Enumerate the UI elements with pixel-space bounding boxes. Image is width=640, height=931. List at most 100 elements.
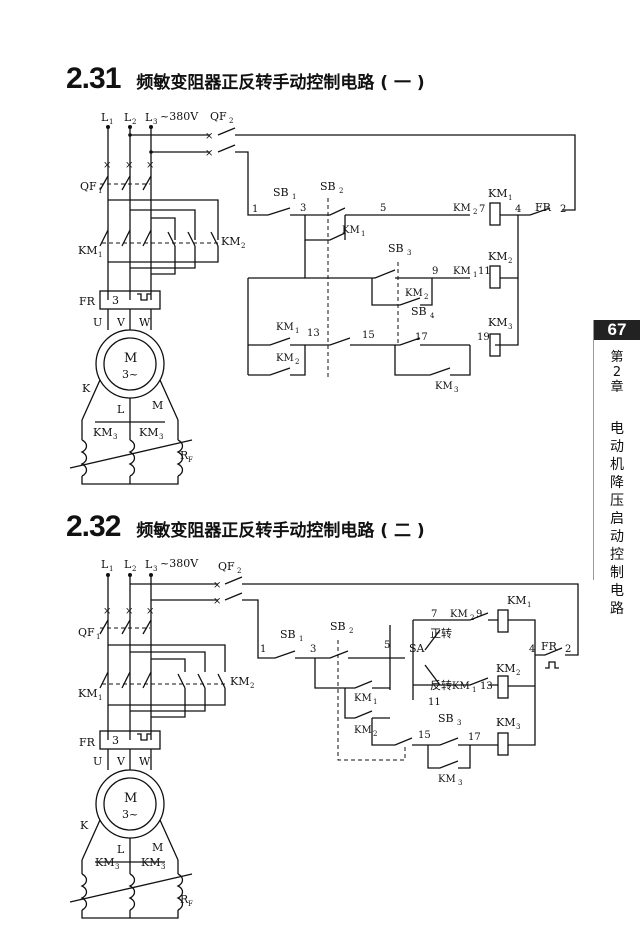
svg-text:KM: KM xyxy=(354,693,372,704)
svg-text:3: 3 xyxy=(115,863,119,871)
svg-text:1: 1 xyxy=(109,118,113,126)
svg-text:1: 1 xyxy=(508,194,512,202)
km1-main-label: KM xyxy=(78,244,97,257)
svg-text:FR: FR xyxy=(541,640,558,653)
svg-text:KM: KM xyxy=(488,250,507,263)
svg-text:K: K xyxy=(82,382,91,395)
diagram2-control-circuit: QF 2 1 SB 1 SB 2 3 5 SA 7 正转 KM 2 9 KM 1… xyxy=(218,560,579,787)
svg-text:2: 2 xyxy=(132,118,136,126)
svg-text:×: × xyxy=(103,160,111,171)
svg-text:7: 7 xyxy=(479,204,485,215)
svg-text:SB: SB xyxy=(280,628,296,641)
svg-text:17: 17 xyxy=(468,732,481,743)
svg-text:QF: QF xyxy=(78,626,95,639)
svg-text:V: V xyxy=(116,755,126,768)
svg-text:3: 3 xyxy=(407,249,411,257)
svg-text:KM: KM xyxy=(141,856,160,869)
page-number: 67 xyxy=(594,320,640,340)
svg-text:2: 2 xyxy=(349,627,353,635)
svg-text:KM: KM xyxy=(230,675,249,688)
svg-text:×: × xyxy=(213,596,221,607)
svg-text:M: M xyxy=(152,841,163,854)
svg-text:L: L xyxy=(124,558,132,571)
supply-voltage: ~380V xyxy=(160,110,199,123)
svg-text:3: 3 xyxy=(159,433,163,441)
diagram1-control-circuit: QF 2 1 SB 1 SB 2 3 5 KM 2 7 KM 1 4 FR 2 … xyxy=(210,110,576,394)
svg-text:KM: KM xyxy=(276,322,294,333)
svg-text:13: 13 xyxy=(480,681,493,692)
svg-text:2: 2 xyxy=(295,358,299,366)
svg-text:SB: SB xyxy=(320,180,336,193)
svg-text:1: 1 xyxy=(98,187,102,195)
svg-text:L: L xyxy=(145,558,153,571)
svg-text:2: 2 xyxy=(132,565,136,573)
svg-text:4: 4 xyxy=(515,204,521,215)
svg-text:×: × xyxy=(146,606,154,617)
svg-text:3: 3 xyxy=(457,719,461,727)
svg-text:3: 3 xyxy=(112,734,119,747)
svg-text:M: M xyxy=(124,351,137,366)
svg-text:3: 3 xyxy=(153,118,157,126)
svg-text:2: 2 xyxy=(516,669,520,677)
svg-text:KM: KM xyxy=(276,353,294,364)
svg-text:15: 15 xyxy=(418,730,431,741)
svg-text:KM: KM xyxy=(488,316,507,329)
svg-text:SB: SB xyxy=(330,620,346,633)
section-2-31-title: 2.31 频敏变阻器正反转手动控制电路 ( 一 ) xyxy=(66,62,425,96)
svg-text:KM: KM xyxy=(488,187,507,200)
svg-text:2: 2 xyxy=(508,257,512,265)
svg-text:7: 7 xyxy=(431,609,437,620)
svg-text:F: F xyxy=(188,900,193,908)
svg-text:U: U xyxy=(93,316,102,329)
svg-text:15: 15 xyxy=(362,330,375,341)
svg-text:1: 1 xyxy=(260,644,266,655)
svg-text:2: 2 xyxy=(339,187,343,195)
svg-text:R: R xyxy=(180,893,189,906)
svg-text:1: 1 xyxy=(473,271,477,279)
svg-text:4: 4 xyxy=(529,644,535,655)
svg-text:1: 1 xyxy=(96,633,100,641)
svg-text:KM: KM xyxy=(496,662,515,675)
svg-text:2: 2 xyxy=(565,644,571,655)
svg-text:KM: KM xyxy=(405,288,423,299)
qf1-label: QF xyxy=(80,180,97,193)
svg-text:3: 3 xyxy=(112,294,119,307)
svg-text:2: 2 xyxy=(473,208,477,216)
svg-text:×: × xyxy=(205,131,213,142)
svg-text:×: × xyxy=(125,606,133,617)
chapter-title: 电动机降压启动控制电路 xyxy=(610,421,624,617)
svg-text:3: 3 xyxy=(153,565,157,573)
svg-text:2: 2 xyxy=(470,614,474,622)
svg-text:3: 3 xyxy=(310,644,316,655)
svg-text:SA: SA xyxy=(409,642,426,655)
svg-text:K: K xyxy=(80,819,89,832)
section-2-32-title: 2.32 频敏变阻器正反转手动控制电路 ( 二 ) xyxy=(66,510,425,544)
svg-text:SB: SB xyxy=(388,242,404,255)
phase-label-l3: L xyxy=(145,111,153,124)
svg-text:5: 5 xyxy=(384,640,390,651)
svg-text:3: 3 xyxy=(113,433,117,441)
svg-text:KM: KM xyxy=(342,225,360,236)
svg-text:V: V xyxy=(116,316,126,329)
svg-text:2: 2 xyxy=(241,242,245,250)
svg-text:反转: 反转 xyxy=(430,678,452,692)
svg-text:×: × xyxy=(125,160,133,171)
section-number: 2.31 xyxy=(66,62,121,95)
svg-text:1: 1 xyxy=(109,565,113,573)
svg-text:QF: QF xyxy=(218,560,235,573)
qf2-label: QF xyxy=(210,110,227,123)
svg-text:2: 2 xyxy=(424,293,428,301)
svg-text:×: × xyxy=(213,580,221,591)
svg-text:KM: KM xyxy=(450,609,468,620)
svg-text:2: 2 xyxy=(560,204,566,215)
svg-text:2: 2 xyxy=(237,567,241,575)
svg-text:3: 3 xyxy=(300,203,306,214)
svg-text:L: L xyxy=(117,403,125,416)
svg-text:W: W xyxy=(139,316,151,329)
svg-text:KM: KM xyxy=(139,426,158,439)
svg-text:W: W xyxy=(139,755,151,768)
svg-text:~380V: ~380V xyxy=(160,557,199,570)
fr-main-label: FR xyxy=(79,295,96,308)
svg-text:3: 3 xyxy=(508,323,512,331)
